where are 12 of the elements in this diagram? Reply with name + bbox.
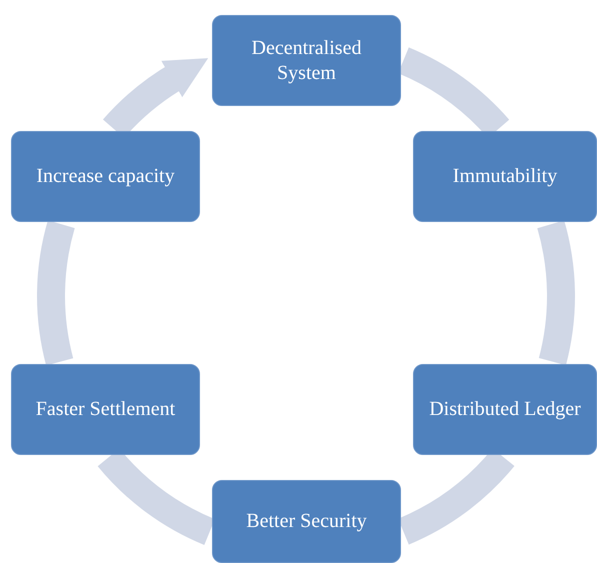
process-box: [212, 480, 401, 563]
box-label: Distributed Ledger: [429, 397, 581, 422]
box-label: Decentralised System: [250, 36, 362, 86]
box-label: Increase capacity: [36, 164, 175, 189]
box-label: Immutability: [452, 164, 558, 189]
process-box: [212, 15, 401, 106]
process-box: [11, 131, 200, 222]
process-box: [413, 364, 597, 455]
box-label: Better Security: [246, 509, 367, 534]
box-label: Faster Settlement: [36, 397, 176, 422]
process-box: [11, 364, 200, 455]
process-box: [413, 131, 597, 222]
